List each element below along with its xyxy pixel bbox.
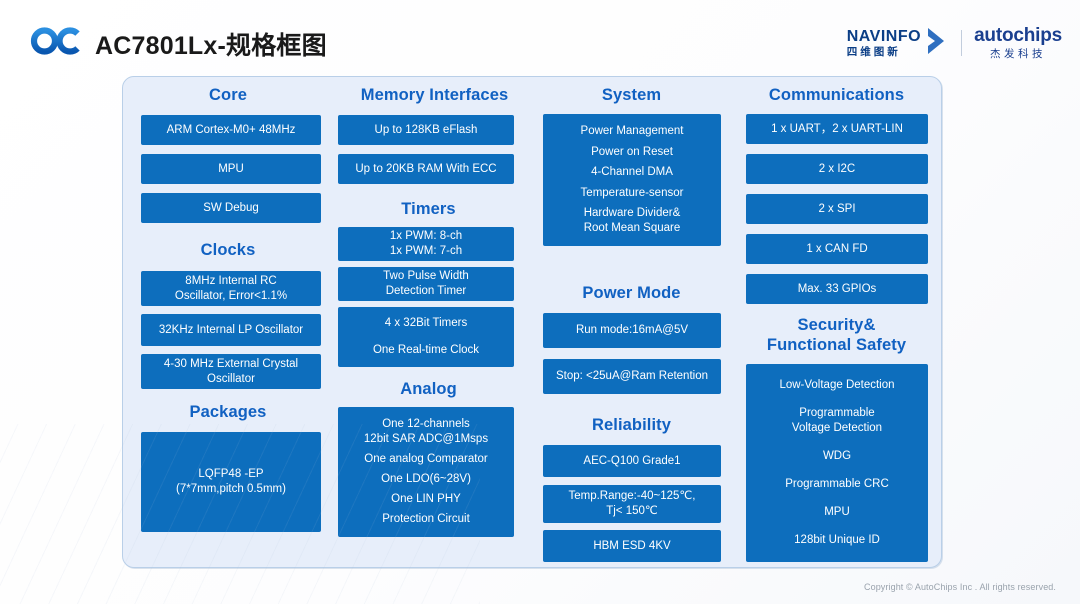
column-system: System Power Management Power on Reset 4… xyxy=(536,77,739,567)
block-i2c[interactable]: 2 x I2C xyxy=(746,154,928,184)
copyright-text: Copyright © AutoChips Inc . All rights r… xyxy=(863,582,1056,592)
section-title-memory-interfaces: Memory Interfaces xyxy=(360,86,509,104)
page-title: AC7801Lx-规格框图 xyxy=(95,32,327,60)
block-diagram-panel: Core ARM Cortex-M0+ 48MHz MPU SW Debug C… xyxy=(122,76,942,568)
section-title-security: Security& Functional Safety xyxy=(739,315,934,355)
navinfo-cn-label: 四维图新 xyxy=(846,45,901,58)
column-communications: Communications 1 x UART，2 x UART-LIN 2 x… xyxy=(739,77,941,567)
block-pulse-width-detection-timer[interactable]: Two Pulse Width Detection Timer xyxy=(338,267,514,301)
block-stop-mode[interactable]: Stop: <25uA@Ram Retention xyxy=(543,359,721,394)
block-aec-q100[interactable]: AEC-Q100 Grade1 xyxy=(543,445,721,477)
block-hbm-esd[interactable]: HBM ESD 4KV xyxy=(543,530,721,562)
section-title-core: Core xyxy=(209,86,247,104)
navinfo-logo: NAVINFO 四维图新 xyxy=(847,26,959,61)
block-run-mode[interactable]: Run mode:16mA@5V xyxy=(543,313,721,348)
block-external-crystal-oscillator[interactable]: 4-30 MHz External Crystal Oscillator xyxy=(141,354,321,389)
slide-header: AC7801Lx-规格框图 NAVINFO 四维图新 au xyxy=(0,0,1080,74)
block-mpu[interactable]: MPU xyxy=(141,154,321,184)
autochips-logo: autochips 杰发科技 xyxy=(974,24,1062,61)
block-spi[interactable]: 2 x SPI xyxy=(746,194,928,224)
block-can-fd[interactable]: 1 x CAN FD xyxy=(746,234,928,264)
block-32bit-timers-rtc[interactable]: 4 x 32Bit Timers One Real-time Clock xyxy=(338,307,514,367)
section-title-security-line1: Security& xyxy=(797,316,876,334)
block-pwm-channels[interactable]: 1x PWM: 8-ch 1x PWM: 7-ch xyxy=(338,227,514,261)
block-gpios[interactable]: Max. 33 GPIOs xyxy=(746,274,928,304)
section-title-system: System xyxy=(601,86,662,104)
section-title-reliability: Reliability xyxy=(591,416,672,434)
section-title-communications: Communications xyxy=(768,86,905,104)
autochips-cn-label: 杰发科技 xyxy=(990,47,1047,60)
section-title-timers: Timers xyxy=(401,200,456,218)
section-title-security-line2: Functional Safety xyxy=(766,336,907,354)
block-lqfp48-ep[interactable]: LQFP48 -EP (7*7mm,pitch 0.5mm) xyxy=(141,432,321,532)
navinfo-en-label: NAVINFO xyxy=(846,27,922,45)
column-core: Core ARM Cortex-M0+ 48MHz MPU SW Debug C… xyxy=(123,77,333,567)
autochips-en-label: autochips xyxy=(974,24,1062,46)
brand-bar: NAVINFO 四维图新 autochips 杰发科技 xyxy=(847,24,1062,62)
section-title-clocks: Clocks xyxy=(200,241,256,259)
section-title-analog: Analog xyxy=(400,380,457,398)
column-memory-interfaces: Memory Interfaces Up to 128KB eFlash Up … xyxy=(333,77,536,567)
oc-logo-icon xyxy=(30,27,86,55)
brand-divider xyxy=(961,30,963,56)
section-title-power-mode: Power Mode xyxy=(582,284,681,302)
block-system-group[interactable]: Power Management Power on Reset 4-Channe… xyxy=(543,114,721,246)
section-title-packages: Packages xyxy=(189,403,267,421)
block-sw-debug[interactable]: SW Debug xyxy=(141,193,321,223)
block-8mhz-internal-rc[interactable]: 8MHz Internal RC Oscillator, Error<1.1% xyxy=(141,271,321,306)
chevron-right-icon xyxy=(925,26,947,61)
block-analog-group[interactable]: One 12-channels 12bit SAR ADC@1Msps One … xyxy=(338,407,514,537)
block-diagram-columns: Core ARM Cortex-M0+ 48MHz MPU SW Debug C… xyxy=(123,77,941,567)
block-temp-range[interactable]: Temp.Range:-40~125℃, Tj< 150℃ xyxy=(543,485,721,523)
block-32khz-lp-oscillator[interactable]: 32KHz Internal LP Oscillator xyxy=(141,314,321,346)
block-uart[interactable]: 1 x UART，2 x UART-LIN xyxy=(746,114,928,144)
block-arm-cortex[interactable]: ARM Cortex-M0+ 48MHz xyxy=(141,115,321,145)
block-ram-ecc[interactable]: Up to 20KB RAM With ECC xyxy=(338,154,514,184)
block-security-group[interactable]: Low-Voltage Detection Programmable Volta… xyxy=(746,364,928,562)
block-eflash[interactable]: Up to 128KB eFlash xyxy=(338,115,514,145)
